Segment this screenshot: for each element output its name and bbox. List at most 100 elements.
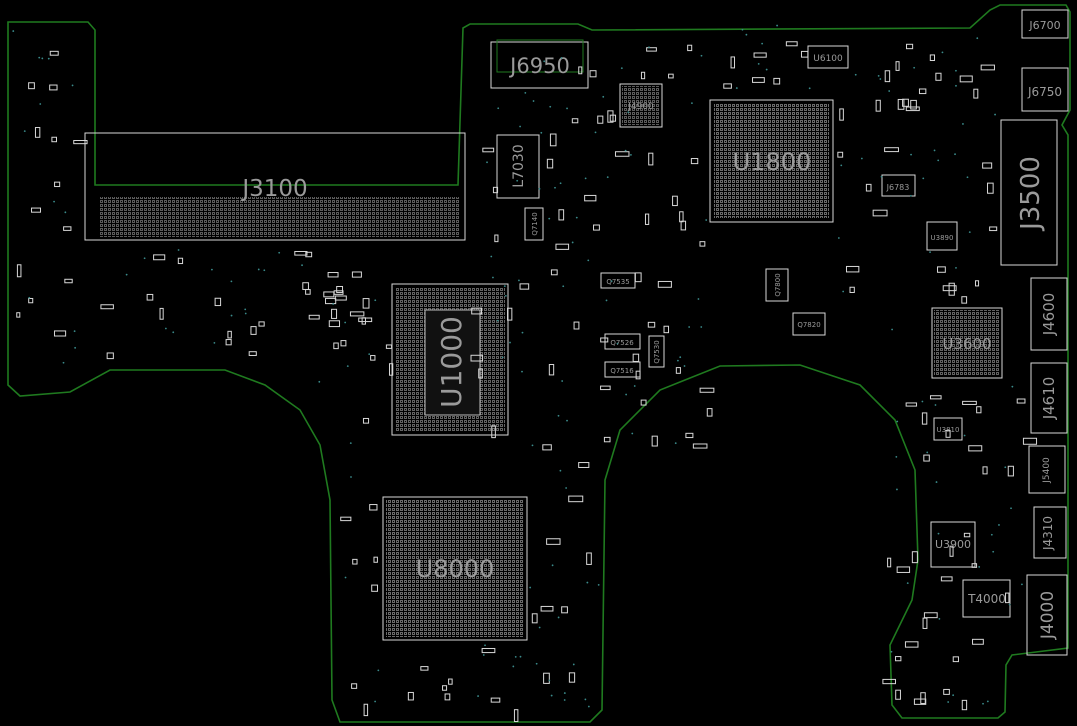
passive-component[interactable] [1007,465,1014,477]
passive-component[interactable] [146,293,154,301]
passive-component[interactable] [358,317,373,323]
passive-component[interactable] [773,77,781,85]
passive-component[interactable] [923,454,930,462]
passive-component[interactable] [550,269,558,276]
passive-component[interactable] [362,417,370,424]
passive-component[interactable] [302,282,309,290]
passive-component[interactable] [785,41,798,47]
passive-component[interactable] [336,285,344,293]
passive-component[interactable] [361,317,366,325]
component-j4000[interactable]: J4000 [1026,574,1068,656]
passive-component[interactable] [884,147,899,153]
passive-component[interactable] [923,612,938,619]
passive-component[interactable] [651,435,658,447]
passive-component[interactable] [153,254,166,261]
passive-component[interactable] [961,296,968,304]
passive-component[interactable] [648,152,654,166]
passive-component[interactable] [333,342,339,350]
passive-component[interactable] [962,400,977,405]
passive-component[interactable] [918,88,927,95]
passive-component[interactable] [578,66,583,75]
passive-component[interactable] [225,339,232,346]
passive-component[interactable] [887,557,892,568]
component-u1000[interactable]: U1000 [391,283,509,436]
passive-component[interactable] [420,666,429,671]
passive-component[interactable] [943,688,950,695]
passive-component[interactable] [882,678,896,685]
passive-component[interactable] [680,220,687,231]
passive-component[interactable] [937,266,946,273]
passive-component[interactable] [845,265,860,273]
passive-component[interactable] [640,71,646,80]
passive-component[interactable] [546,158,554,169]
passive-component[interactable] [507,307,513,321]
passive-component[interactable] [1016,398,1026,404]
passive-component[interactable] [363,703,369,717]
passive-component[interactable] [839,108,844,121]
component-l7030[interactable]: L7030 [496,134,540,199]
passive-component[interactable] [961,699,968,711]
passive-component[interactable] [568,672,576,683]
passive-component[interactable] [586,552,592,565]
passive-component[interactable] [634,272,642,283]
passive-component[interactable] [910,99,917,110]
passive-component[interactable] [542,444,552,451]
passive-component[interactable] [334,295,347,301]
passive-component[interactable] [568,495,584,503]
passive-component[interactable] [53,330,67,337]
passive-component[interactable] [492,186,499,194]
component-u3900[interactable]: U3900 [930,521,976,568]
passive-component[interactable] [546,538,561,545]
passive-component[interactable] [699,241,706,247]
passive-component[interactable] [904,641,919,648]
passive-component[interactable] [644,213,650,225]
passive-component[interactable] [540,605,554,612]
passive-component[interactable] [614,151,630,157]
passive-component[interactable] [920,692,926,704]
passive-component[interactable] [305,251,313,258]
passive-component[interactable] [1005,592,1010,604]
passive-component[interactable] [987,182,994,194]
passive-component[interactable] [896,566,911,573]
passive-component[interactable] [340,516,352,522]
passive-component[interactable] [589,70,597,78]
passive-component[interactable] [548,363,555,376]
passive-component[interactable] [875,99,881,112]
passive-component[interactable] [706,408,713,417]
component-j6750[interactable]: J6750 [1021,67,1069,112]
passive-component[interactable] [248,351,257,356]
passive-component[interactable] [976,406,982,414]
passive-component[interactable] [949,545,954,557]
passive-component[interactable] [963,532,971,538]
passive-component[interactable] [752,77,765,83]
passive-component[interactable] [668,73,674,79]
passive-component[interactable] [494,234,499,243]
passive-component[interactable] [929,54,936,62]
passive-component[interactable] [902,98,909,107]
passive-component[interactable] [64,278,73,284]
passive-component[interactable] [609,114,617,122]
passive-component[interactable] [849,286,855,293]
passive-component[interactable] [935,72,942,81]
passive-component[interactable] [388,363,394,376]
component-j4610[interactable]: J4610 [1030,362,1068,434]
passive-component[interactable] [989,226,998,232]
passive-component[interactable] [584,194,597,202]
component-q7800[interactable]: Q7800 [765,268,789,302]
passive-component[interactable] [632,353,640,362]
passive-component[interactable] [675,367,681,374]
passive-component[interactable] [646,47,657,52]
passive-component[interactable] [884,70,891,83]
passive-component[interactable] [647,321,656,328]
passive-component[interactable] [531,613,538,624]
passive-component[interactable] [549,133,557,147]
passive-component[interactable] [657,280,672,288]
passive-component[interactable] [968,445,983,452]
passive-component[interactable] [603,436,611,443]
passive-component[interactable] [699,387,715,393]
passive-component[interactable] [448,678,453,685]
passive-component[interactable] [258,321,265,327]
component-j4310[interactable]: J4310 [1033,506,1067,559]
passive-component[interactable] [905,402,918,407]
